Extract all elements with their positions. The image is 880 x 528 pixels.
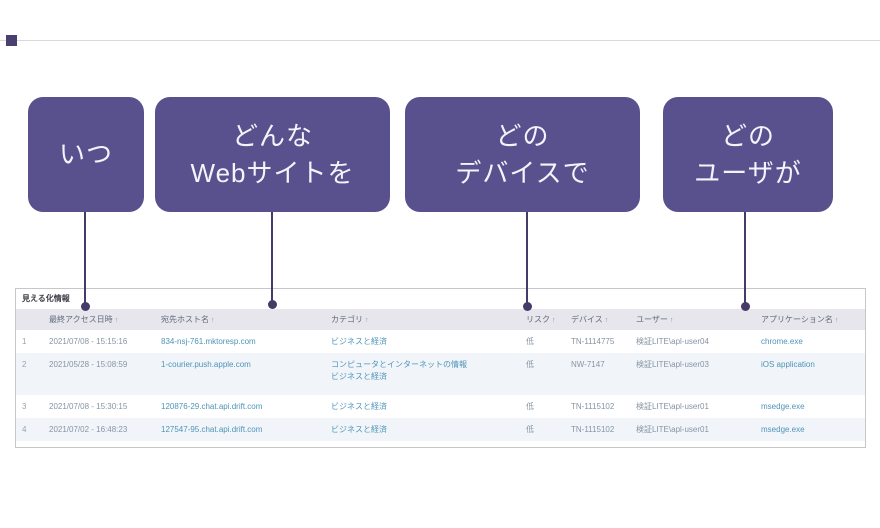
- table-row[interactable]: 2 2021/05/28 - 15:08:59 1-courier.push.a…: [16, 353, 865, 395]
- cell-application[interactable]: iOS application: [761, 360, 815, 369]
- cell-destination-host[interactable]: 127547-95.chat.api.drift.com: [161, 425, 263, 434]
- cell-user: 検証LITE\apl-user03: [636, 360, 709, 369]
- header-destination-host[interactable]: 宛先ホスト名↑: [161, 314, 331, 325]
- sort-arrow-icon[interactable]: ↑: [669, 317, 674, 324]
- header-category-label: カテゴリ: [331, 315, 363, 324]
- question-box-device: どの デバイスで: [405, 97, 640, 212]
- cell-row-number: 4: [22, 425, 27, 434]
- header-application-label: アプリケーション名: [761, 315, 833, 324]
- cell-risk: 低: [526, 425, 534, 434]
- cell-application[interactable]: msedge.exe: [761, 425, 805, 434]
- question-box-website-line1: どんな: [231, 120, 313, 151]
- cell-category[interactable]: ビジネスと経済: [331, 425, 387, 434]
- header-device[interactable]: デバイス↑: [571, 314, 636, 325]
- header-risk-label: リスク: [526, 315, 550, 324]
- header-last-access-datetime-label: 最終アクセス日時: [49, 315, 113, 324]
- sort-arrow-icon[interactable]: ↑: [604, 317, 609, 324]
- cell-risk: 低: [526, 337, 534, 346]
- cell-destination-host[interactable]: 120876-29.chat.api.drift.com: [161, 402, 263, 411]
- table-body: 1 2021/07/08 - 15:15:16 834-nsj-761.mkto…: [16, 330, 865, 441]
- cell-application[interactable]: chrome.exe: [761, 337, 803, 346]
- question-box-user: どの ユーザが: [663, 97, 833, 212]
- connector-dot-website: [268, 300, 277, 309]
- question-box-when: いつ: [28, 97, 144, 212]
- table-row[interactable]: 4 2021/07/02 - 16:48:23 127547-95.chat.a…: [16, 418, 865, 441]
- header-category[interactable]: カテゴリ↑: [331, 314, 526, 325]
- table-row[interactable]: 3 2021/07/08 - 15:30:15 120876-29.chat.a…: [16, 395, 865, 418]
- question-box-user-line1: どの: [720, 120, 775, 151]
- cell-risk: 低: [526, 402, 534, 411]
- header-device-label: デバイス: [571, 315, 603, 324]
- sort-arrow-icon[interactable]: ↑: [211, 317, 215, 324]
- header-user-label: ユーザー: [636, 315, 668, 324]
- sort-arrow-icon[interactable]: ↑: [365, 317, 369, 324]
- cell-last-access-datetime: 2021/07/08 - 15:30:15: [49, 402, 128, 411]
- question-box-device-line2: デバイスで: [455, 157, 590, 188]
- table-title: 見える化情報: [22, 294, 70, 303]
- question-box-user-line2: ユーザが: [694, 157, 802, 188]
- cell-user: 検証LITE\apl-user04: [636, 337, 709, 346]
- cell-row-number: 1: [22, 337, 27, 346]
- cell-destination-host[interactable]: 834-nsj-761.mktoresp.com: [161, 337, 256, 346]
- connector-line-user: [744, 212, 746, 306]
- cell-row-number: 3: [22, 402, 27, 411]
- connector-line-website: [271, 212, 273, 304]
- cell-device: TN-1115102: [571, 425, 615, 434]
- top-divider-line: [0, 40, 880, 41]
- cell-user: 検証LITE\apl-user01: [636, 425, 709, 434]
- cell-destination-host[interactable]: 1-courier.push.apple.com: [161, 360, 251, 369]
- cell-device: NW-7147: [571, 360, 605, 369]
- cell-category[interactable]: ビジネスと経済: [331, 402, 387, 411]
- sort-arrow-icon[interactable]: ↑: [834, 317, 839, 324]
- connector-dot-device: [523, 302, 532, 311]
- header-user[interactable]: ユーザー↑: [636, 314, 761, 325]
- cell-category[interactable]: コンピュータとインターネットの情報 ビジネスと経済: [331, 359, 526, 383]
- cell-category-line2: ビジネスと経済: [331, 372, 387, 381]
- cell-device: TN-1115102: [571, 402, 615, 411]
- question-box-website: どんな Webサイトを: [155, 97, 390, 212]
- access-log-table-panel: 見える化情報 最終アクセス日時↑ 宛先ホスト名↑ カテゴリ↑ リスク↑ デバイス…: [15, 288, 866, 448]
- cell-last-access-datetime: 2021/05/28 - 15:08:59: [49, 360, 128, 369]
- question-box-when-label: いつ: [58, 139, 113, 170]
- connector-dot-when: [81, 302, 90, 311]
- cell-device: TN-1114775: [571, 337, 615, 346]
- corner-accent-square: [6, 35, 17, 46]
- header-application[interactable]: アプリケーション名↑: [761, 314, 865, 325]
- sort-arrow-icon[interactable]: ↑: [114, 317, 119, 324]
- table-row[interactable]: 1 2021/07/08 - 15:15:16 834-nsj-761.mkto…: [16, 330, 865, 353]
- cell-row-number: 2: [22, 360, 27, 369]
- question-box-device-line1: どの: [495, 120, 550, 151]
- sort-arrow-icon[interactable]: ↑: [552, 317, 556, 324]
- cell-risk: 低: [526, 360, 534, 369]
- connector-line-when: [84, 212, 86, 306]
- connector-dot-user: [741, 302, 750, 311]
- header-destination-host-label: 宛先ホスト名: [161, 315, 209, 324]
- cell-last-access-datetime: 2021/07/08 - 15:15:16: [49, 337, 128, 346]
- table-header-row: 最終アクセス日時↑ 宛先ホスト名↑ カテゴリ↑ リスク↑ デバイス↑ ユーザー↑…: [16, 309, 865, 330]
- cell-user: 検証LITE\apl-user01: [636, 402, 709, 411]
- connector-line-device: [526, 212, 528, 306]
- cell-application[interactable]: msedge.exe: [761, 402, 805, 411]
- header-last-access-datetime[interactable]: 最終アクセス日時↑: [49, 314, 161, 325]
- header-risk[interactable]: リスク↑: [526, 314, 571, 325]
- cell-category-line1: コンピュータとインターネットの情報: [331, 360, 467, 369]
- cell-category[interactable]: ビジネスと経済: [331, 337, 387, 346]
- cell-last-access-datetime: 2021/07/02 - 16:48:23: [49, 425, 128, 434]
- question-box-website-line2: Webサイトを: [190, 157, 355, 188]
